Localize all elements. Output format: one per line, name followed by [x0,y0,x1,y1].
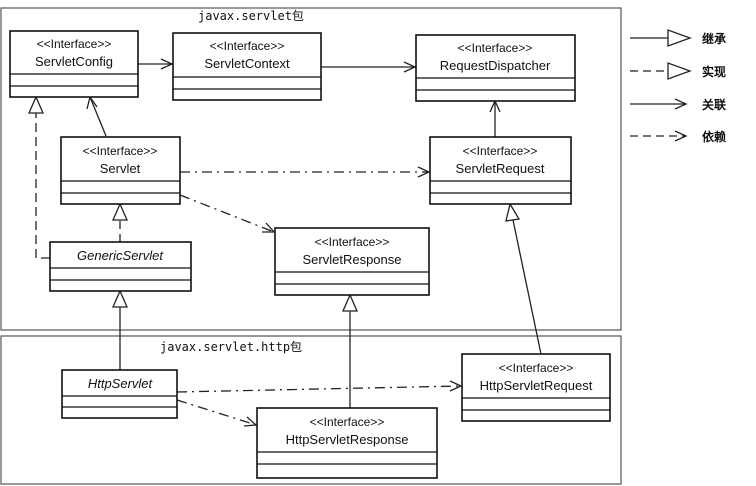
package-http-frame [0,335,622,485]
class-name: Servlet [100,161,141,176]
class-name: HttpServletRequest [480,378,593,393]
class-name: GenericServlet [77,248,164,263]
dep-servlet-request-arrow [417,166,431,178]
legend-realize: 实现 [630,62,726,80]
stereotype-label: <<Interface>> [210,39,285,53]
inherit-httpresp-resp-triangle [342,293,358,312]
realize-generic-servlet-triangle [112,202,128,221]
class-http-servlet-response: <<Interface>> HttpServletResponse [256,407,438,479]
class-name: ServletRequest [456,161,545,176]
legend-realize-label: 实现 [702,64,726,79]
stereotype-label: <<Interface>> [463,144,538,158]
realize-generic-config-triangle [28,95,44,114]
class-http-servlet-request: <<Interface>> HttpServletRequest [461,353,611,422]
legend-inherit: 继承 [630,29,726,47]
package-servlet-label: javax.servlet包 [198,9,304,23]
class-name: HttpServlet [88,376,154,391]
legend-inherit-label: 继承 [702,31,726,46]
inherit-httpreq-req-triangle [505,202,521,222]
class-servlet-context: <<Interface>> ServletContext [172,32,322,101]
stereotype-label: <<Interface>> [37,37,112,51]
inherit-http-generic-triangle [112,289,128,308]
dep-http-httpresp-arrow [243,416,258,427]
legend-dependency: 依赖 [630,129,726,144]
legend-dependency-label: 依赖 [702,129,726,144]
assoc-context-dispatcher-arrow [403,61,417,73]
class-name: ServletContext [204,56,290,71]
class-name: HttpServletResponse [286,432,409,447]
class-servlet-response: <<Interface>> ServletResponse [274,227,430,296]
legend-association: 关联 [630,97,726,112]
stereotype-label: <<Interface>> [315,235,390,249]
legend: 继承 实现 关联 依赖 [630,29,726,144]
legend-realize-triangle [667,62,692,80]
assoc-servlet-config [89,96,107,137]
package-http-label: javax.servlet.http包 [160,340,302,354]
package-servlet-frame [0,7,622,331]
stereotype-label: <<Interface>> [310,415,385,429]
dep-servlet-response-arrow [262,222,276,233]
legend-association-arrow [674,98,688,110]
dep-http-httpresp [176,399,257,426]
dep-servlet-response [179,194,275,233]
class-name: RequestDispatcher [440,58,551,73]
stereotype-label: <<Interface>> [499,361,574,375]
realize-generic-config [35,113,50,259]
class-name: ServletResponse [303,252,402,267]
legend-inherit-triangle [667,29,692,47]
legend-dependency-arrow [674,130,688,142]
class-name: ServletConfig [35,54,113,69]
inherit-httpreq-req [512,219,542,355]
dep-http-httpreq [176,385,462,393]
stereotype-label: <<Interface>> [458,41,533,55]
class-generic-servlet: GenericServlet [49,241,192,292]
class-http-servlet: HttpServlet [61,369,178,419]
class-servlet-config: <<Interface>> ServletConfig [9,30,139,98]
legend-association-label: 关联 [702,97,726,112]
assoc-config-context-arrow [160,58,174,70]
stereotype-label: <<Interface>> [83,144,158,158]
dep-http-httpreq-arrow [449,380,463,392]
class-servlet-request: <<Interface>> ServletRequest [429,136,572,205]
class-request-dispatcher: <<Interface>> RequestDispatcher [415,34,576,102]
class-servlet: <<Interface>> Servlet [60,136,181,205]
